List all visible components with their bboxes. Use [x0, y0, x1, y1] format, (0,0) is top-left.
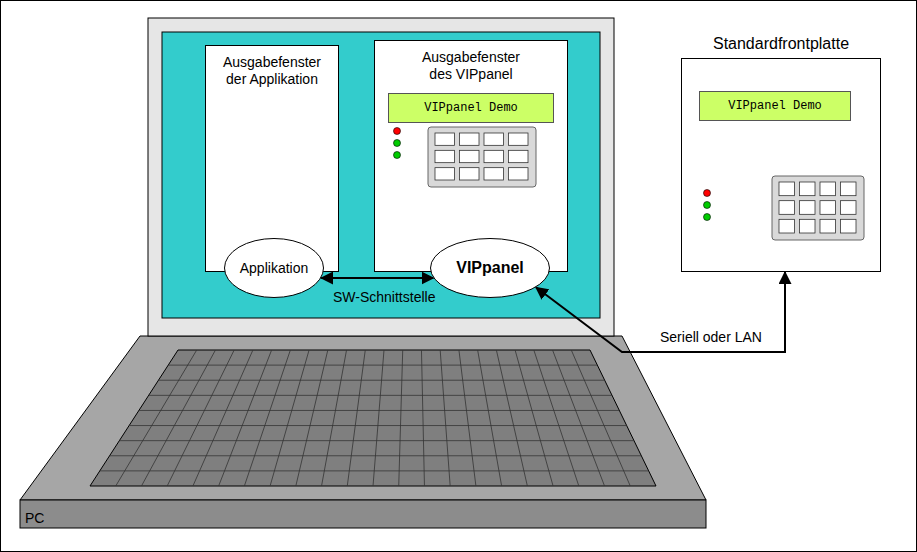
key [435, 150, 455, 162]
key [435, 168, 455, 180]
led-red [704, 190, 711, 197]
key [800, 219, 816, 233]
key-column-line [347, 350, 365, 486]
node-label: VIPpanel Demo [424, 101, 518, 115]
application-process: Applikation [224, 238, 324, 298]
node-label: VIPpanel Demo [728, 99, 822, 113]
key [484, 168, 504, 180]
screen-bezel [148, 18, 614, 336]
led-green [704, 202, 711, 209]
key-column-line [421, 350, 424, 486]
keyboard [90, 350, 656, 486]
key-column-line [296, 350, 328, 486]
node-label: VIPpanel [456, 258, 524, 277]
front-panel: VIPpanel DemoStandardfrontplatte [681, 58, 881, 272]
key [435, 133, 455, 145]
connector-arrow [536, 272, 785, 352]
key-column-line [496, 350, 527, 486]
key [841, 201, 857, 215]
edge-label: SW-Schnittstelle [330, 289, 438, 305]
keyboard-area [90, 350, 656, 486]
led-green [394, 140, 401, 147]
screen-area [162, 32, 600, 318]
connector-arrow [321, 277, 433, 279]
ellipse-shape [225, 239, 324, 298]
node-label: Ausgabefenster des VIPpanel [411, 49, 531, 83]
key-column-line [440, 350, 450, 486]
key-column-line [116, 350, 197, 486]
key [509, 150, 529, 162]
led-green [704, 214, 711, 221]
key [484, 133, 504, 145]
key-column-line [534, 350, 579, 486]
key-column-line [553, 350, 605, 486]
key [841, 219, 857, 233]
led-green [394, 152, 401, 159]
key-column-line [478, 350, 502, 486]
key [800, 182, 816, 196]
key [779, 182, 795, 196]
key-column-line [141, 350, 215, 486]
key-column-line [322, 350, 347, 486]
led-red [394, 128, 401, 135]
panel-heading: Standardfrontplatte [672, 34, 890, 53]
key-column-line [193, 350, 253, 486]
key [800, 201, 816, 215]
key [841, 182, 857, 196]
node-label: Ausgabefenster der Applikation [212, 54, 332, 88]
key [820, 201, 836, 215]
keypad [772, 176, 864, 240]
key-column-line [373, 350, 384, 486]
keypads [428, 127, 864, 240]
key [484, 150, 504, 162]
key [460, 150, 480, 162]
window-fill [374, 40, 568, 272]
vippanel-process: VIPpanel [430, 238, 550, 298]
laptop-base [20, 336, 706, 500]
key-column-line [219, 350, 272, 486]
key [509, 133, 529, 145]
key [460, 168, 480, 180]
key [779, 219, 795, 233]
window-fill [205, 45, 339, 272]
lcd-display: VIPpanel Demo [388, 93, 554, 123]
application-window: Ausgabefenster der Applikation [205, 45, 339, 272]
device-label: PC [22, 510, 47, 526]
node-label: Applikation [240, 260, 309, 277]
key [779, 201, 795, 215]
keypad [428, 127, 536, 187]
edge-label: Seriell oder LAN [657, 329, 765, 345]
panel-fill [681, 58, 881, 272]
key-column-line [571, 350, 630, 486]
vippanel-window: VIPpanel Demo Ausgabefenster des VIPpanel [374, 40, 568, 272]
key-column-line [515, 350, 553, 486]
key [460, 133, 480, 145]
key-column-line [399, 350, 403, 486]
ellipse-shape [431, 239, 550, 298]
key [820, 182, 836, 196]
key-column-line [244, 350, 290, 486]
key-column-line [459, 350, 476, 486]
key-column-line [167, 350, 234, 486]
lcd-display: VIPpanel Demo [699, 91, 851, 121]
key [509, 168, 529, 180]
key-column-line [270, 350, 309, 486]
laptop-front [20, 500, 706, 528]
key [820, 219, 836, 233]
